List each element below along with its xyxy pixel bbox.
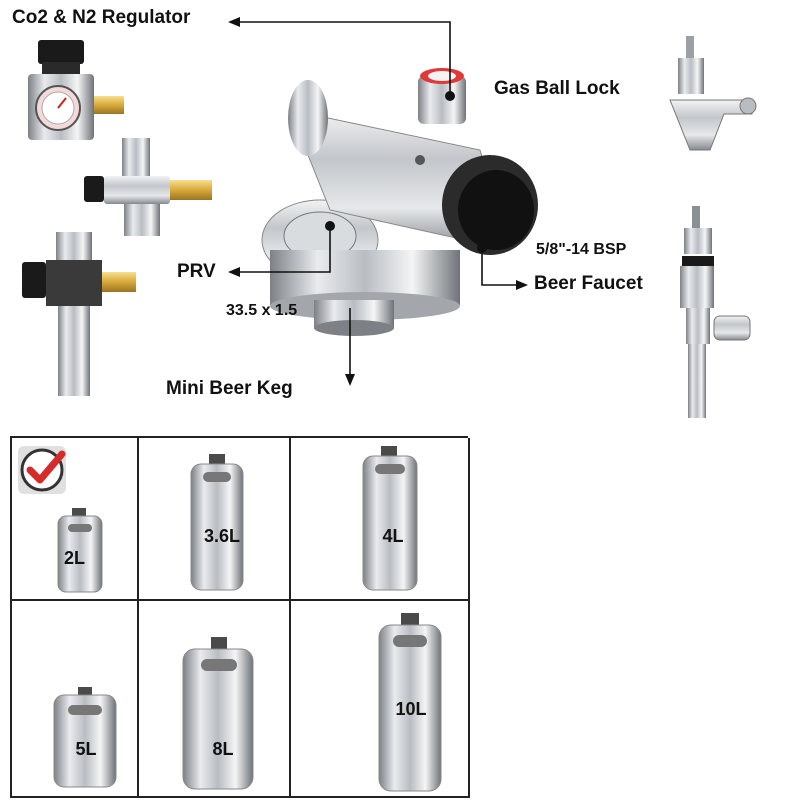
- keg-5l-image: [53, 687, 117, 788]
- regulator-tall-image: [22, 232, 136, 396]
- prv-label: PRV: [177, 261, 216, 282]
- product-illustration: [22, 17, 757, 418]
- arrow-heads: [228, 17, 528, 386]
- callout-arrows: [236, 21, 520, 378]
- keg-2l-image: [57, 508, 103, 593]
- keg-size-label: 5L: [75, 739, 97, 759]
- keg-size-label: 10L: [395, 699, 427, 719]
- faucet-standard-image: [669, 36, 757, 151]
- keg-cell-4l[interactable]: 4L: [291, 438, 470, 601]
- keg-3-6l-image: [190, 454, 244, 591]
- keg-size-label: 8L: [212, 739, 234, 759]
- keg-size-label: 3.6L: [203, 526, 241, 546]
- thread-spec-label: 5/8"-14 BSP: [536, 241, 627, 258]
- beer-faucet-dot: [477, 243, 487, 253]
- keg-8l-image: [182, 637, 254, 790]
- dimension-label: 33.5 x 1.5: [226, 302, 298, 319]
- keg-size-label: 4L: [382, 526, 404, 546]
- mini-keg-label: Mini Beer Keg: [166, 378, 293, 399]
- keg-cell-5l[interactable]: 5L: [12, 601, 139, 798]
- prv-dot: [325, 221, 335, 231]
- keg-4l-image: [362, 446, 418, 591]
- keg-size-grid: 2L 3.6L 4L 5L 8L: [10, 436, 470, 798]
- keg-size-label: 2L: [63, 548, 85, 568]
- keg-tap-image: [261, 68, 538, 336]
- regulator-gauge-image: [28, 40, 124, 140]
- gas-ball-lock-label: Gas Ball Lock: [494, 78, 620, 99]
- gas-ball-lock-dot: [445, 91, 455, 101]
- beer-faucet-label: Beer Faucet: [534, 273, 643, 294]
- keg-cell-2l[interactable]: 2L: [12, 438, 139, 601]
- keg-cell-8l[interactable]: 8L: [139, 601, 291, 798]
- faucet-stout-image: [680, 206, 751, 418]
- checkmark-icon: [18, 446, 66, 494]
- regulator-inline-image: [84, 138, 212, 236]
- regulator-label: Co2 & N2 Regulator: [12, 7, 191, 28]
- keg-cell-3-6l[interactable]: 3.6L: [139, 438, 291, 601]
- keg-cell-10l[interactable]: 10L: [291, 601, 470, 798]
- keg-10l-image: [378, 613, 442, 792]
